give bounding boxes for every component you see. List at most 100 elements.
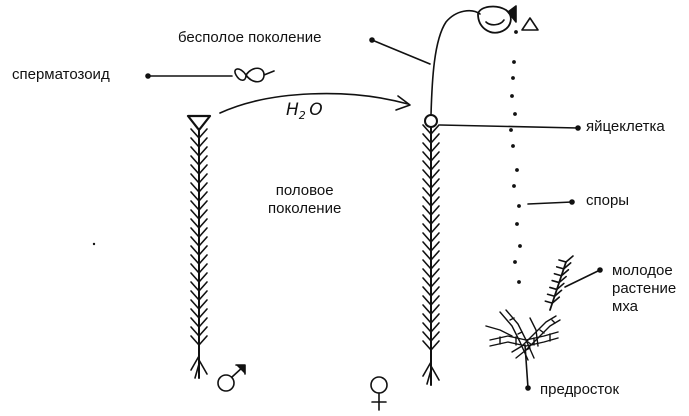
leaf-right <box>431 332 439 341</box>
leaf-left <box>191 210 199 219</box>
leaf-right <box>199 129 207 138</box>
leaf-left <box>423 161 431 170</box>
young-leaf-left <box>554 274 561 276</box>
label-sexual-generation-line1: половое <box>268 182 341 200</box>
leaf-right <box>199 237 207 246</box>
leaf-left <box>191 138 199 147</box>
leaf-left <box>423 134 431 143</box>
leaf-right <box>431 296 439 305</box>
leaf-right <box>199 309 207 318</box>
label-young-plant-line1: молодое <box>612 262 676 280</box>
spore-dot <box>514 30 518 34</box>
label-water: H2 O <box>286 101 323 121</box>
leaf-left <box>191 174 199 183</box>
male-plant <box>188 116 210 378</box>
leaf-right <box>431 251 439 260</box>
pointer-lines <box>146 38 602 390</box>
leaf-left <box>191 255 199 264</box>
pointer-asexual-generation <box>372 40 430 64</box>
leaf-left <box>423 305 431 314</box>
spore-dot <box>518 244 522 248</box>
water-subscript: 2 <box>299 109 306 122</box>
pointer-protonema <box>525 345 528 388</box>
leaf-right <box>431 161 439 170</box>
leaf-left <box>423 296 431 305</box>
leaf-right <box>431 314 439 323</box>
leaf-left <box>191 336 199 345</box>
leaf-left <box>423 170 431 179</box>
label-asexual-generation: бесполое поколение <box>178 29 321 47</box>
leaf-left <box>191 309 199 318</box>
pointer-dot-egg <box>576 126 580 130</box>
leaf-right <box>199 282 207 291</box>
leaf-right <box>431 224 439 233</box>
leaf-right <box>199 336 207 345</box>
pointer-young-plant <box>565 270 600 287</box>
spore-dot <box>510 94 514 98</box>
leaf-right <box>199 246 207 255</box>
leaf-right <box>431 233 439 242</box>
spore-dot <box>513 112 517 116</box>
spore-dot <box>517 280 521 284</box>
leaf-right <box>199 192 207 201</box>
leaf-left <box>423 215 431 224</box>
leaf-left <box>423 206 431 215</box>
leaf-right <box>199 291 207 300</box>
label-spores: споры <box>586 192 629 210</box>
leaf-left <box>423 278 431 287</box>
water-o: O <box>309 100 322 120</box>
leaf-left <box>191 183 199 192</box>
leaf-right <box>431 260 439 269</box>
leaf-left <box>423 197 431 206</box>
leaf-right <box>431 134 439 143</box>
leaf-right <box>431 188 439 197</box>
leaf-right <box>431 278 439 287</box>
antheridium-triangle <box>188 116 210 130</box>
pointer-dot-spores <box>570 200 574 204</box>
spore-dot <box>513 260 517 264</box>
spore-dot <box>512 60 516 64</box>
leaf-right <box>199 255 207 264</box>
label-young-moss-plant: молодое растение мха <box>612 262 676 316</box>
young-leaf-left <box>552 281 559 283</box>
spore-dot <box>511 144 515 148</box>
sporophyte <box>431 6 538 115</box>
spore-dot <box>511 76 515 80</box>
leaf-left <box>191 156 199 165</box>
label-young-plant-line3: мха <box>612 298 676 316</box>
leaf-right <box>431 341 439 350</box>
leaf-left <box>423 287 431 296</box>
spore-dot <box>515 168 519 172</box>
leaf-left <box>191 192 199 201</box>
leaf-left <box>191 291 199 300</box>
leaf-right <box>199 210 207 219</box>
spore-dot <box>509 128 513 132</box>
leaf-left <box>423 143 431 152</box>
leaf-right <box>199 300 207 309</box>
leaf-left <box>423 152 431 161</box>
leaf-right <box>199 318 207 327</box>
leaf-right <box>199 327 207 336</box>
leaf-right <box>431 206 439 215</box>
leaf-right <box>431 305 439 314</box>
leaf-left <box>191 327 199 336</box>
young-plant-leaves <box>545 256 573 303</box>
leaf-right <box>199 156 207 165</box>
leaf-left <box>191 273 199 282</box>
spore-dots <box>509 30 522 284</box>
leaf-right <box>199 183 207 192</box>
young-leaf-left <box>548 294 555 296</box>
leaf-left <box>191 264 199 273</box>
label-egg-cell: яйцеклетка <box>586 118 665 136</box>
leaf-left <box>423 323 431 332</box>
leaf-left <box>191 246 199 255</box>
leaf-right <box>431 143 439 152</box>
leaf-left <box>191 237 199 246</box>
leaf-right <box>199 273 207 282</box>
leaf-left <box>423 260 431 269</box>
young-leaf-left <box>545 301 552 303</box>
leaf-left <box>191 165 199 174</box>
leaf-right <box>199 219 207 228</box>
leaf-left <box>423 179 431 188</box>
label-sexual-generation: половое поколение <box>268 182 341 218</box>
